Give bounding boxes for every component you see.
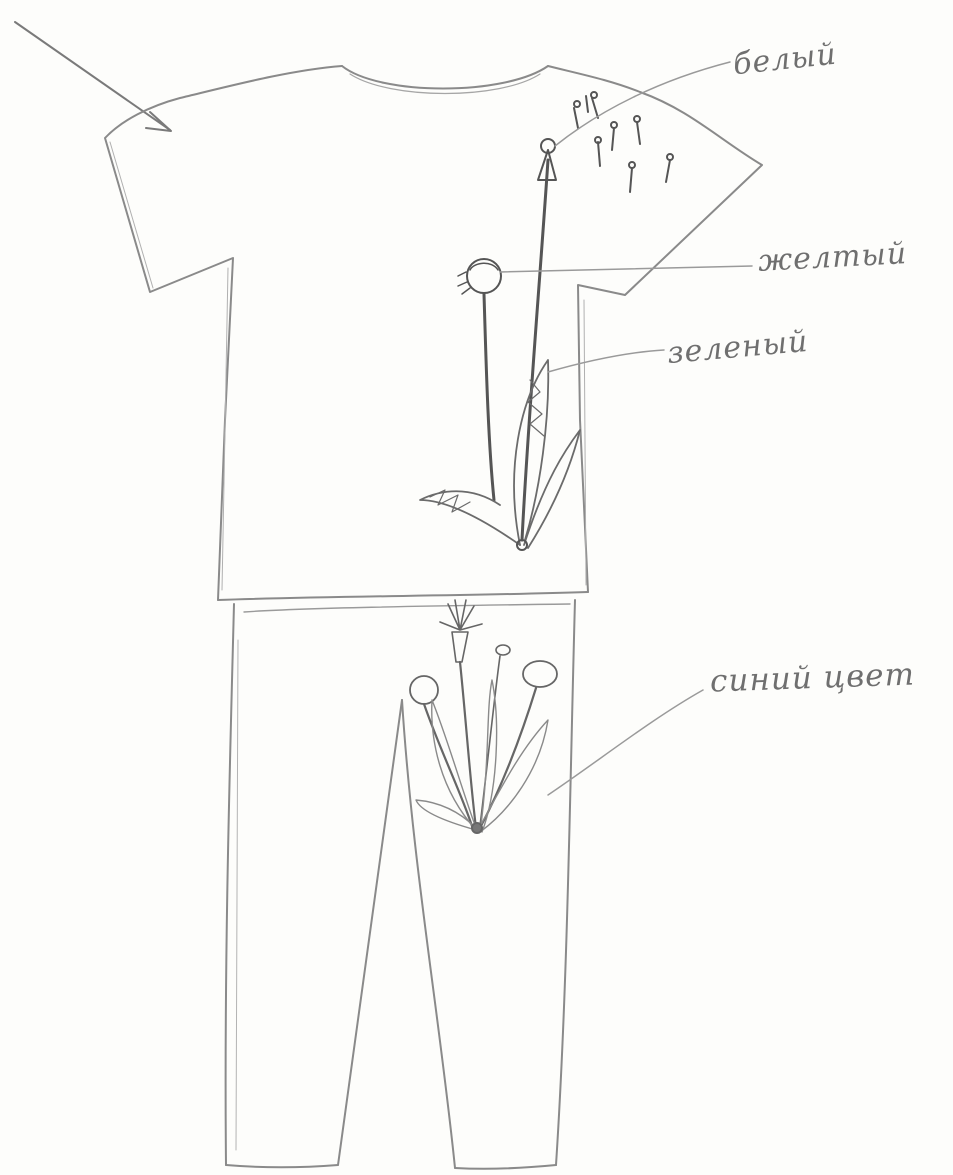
trousers (226, 600, 575, 1169)
shirt-leaves (420, 360, 580, 548)
annotation-blue: синий цвет (709, 656, 915, 699)
leader-yellow (500, 266, 752, 272)
pointer-arrow (15, 22, 171, 131)
leader-green (548, 350, 664, 372)
t-shirt (105, 66, 762, 600)
shirt-dandelion (420, 92, 673, 550)
flying-seeds (574, 92, 673, 192)
trousers-dandelions (410, 600, 557, 833)
